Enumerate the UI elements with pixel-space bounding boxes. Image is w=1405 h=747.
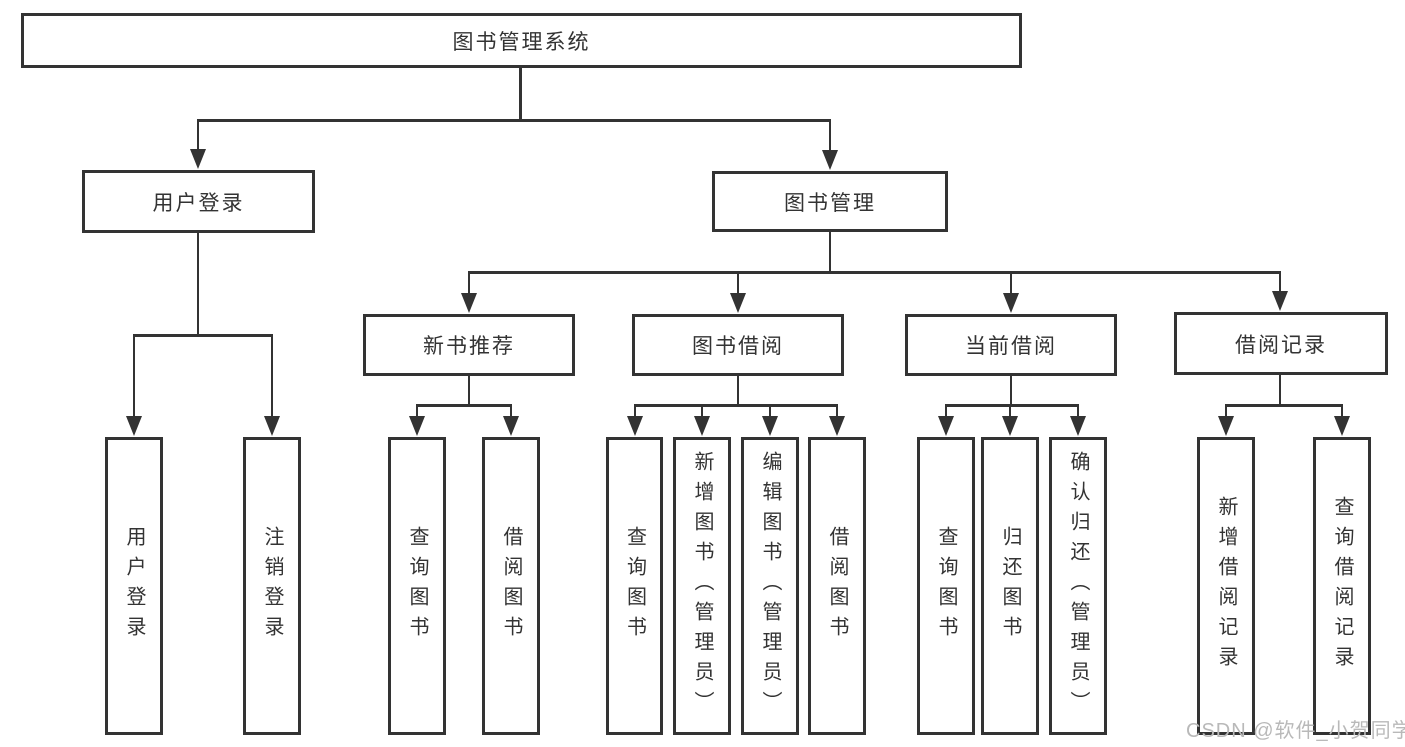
leaf-label: 确认归还（管理员） — [1067, 451, 1089, 721]
arrow-down — [1224, 405, 1228, 417]
leaf-borrow-books: 借阅图书 — [808, 437, 866, 735]
node-current-borrowing: 当前借阅 — [905, 314, 1117, 376]
connector-line — [945, 404, 1079, 407]
node-label: 图书管理系统 — [452, 30, 591, 54]
leaf-edit-books-admin: 编辑图书（管理员） — [741, 437, 799, 735]
connector-line — [519, 66, 522, 120]
node-library-management-system: 图书管理系统 — [21, 13, 1022, 68]
arrow-down — [270, 335, 274, 417]
node-book-borrowing: 图书借阅 — [632, 314, 844, 376]
node-label: 借阅记录 — [1235, 333, 1327, 357]
node-new-book-recommendation: 新书推荐 — [363, 314, 575, 376]
leaf-borrow-books-recommend: 借阅图书 — [482, 437, 540, 735]
leaf-label: 借阅图书 — [826, 526, 848, 646]
connector-line — [1009, 374, 1013, 405]
leaf-label: 归还图书 — [999, 526, 1021, 646]
leaf-label: 借阅图书 — [500, 526, 522, 646]
node-label: 图书管理 — [784, 191, 876, 215]
arrow-down — [736, 272, 740, 294]
arrow-down — [835, 405, 839, 417]
leaf-add-borrow-record: 新增借阅记录 — [1197, 437, 1255, 735]
leaf-add-books-admin: 新增图书（管理员） — [673, 437, 731, 735]
leaf-label: 注销登录 — [261, 526, 283, 646]
leaf-logout: 注销登录 — [243, 437, 301, 735]
leaf-label: 查询图书 — [935, 526, 957, 646]
connector-line — [196, 231, 200, 335]
leaf-query-books-borrow: 查询图书 — [606, 437, 663, 735]
arrow-down — [1278, 272, 1282, 292]
leaf-query-borrow-record: 查询借阅记录 — [1313, 437, 1371, 735]
leaf-label: 新增借阅记录 — [1215, 496, 1237, 676]
leaf-return-books: 归还图书 — [981, 437, 1039, 735]
connector-line — [736, 374, 740, 405]
arrow-down — [1076, 405, 1080, 417]
connector-line — [1225, 404, 1343, 407]
leaf-query-books-current: 查询图书 — [917, 437, 975, 735]
connector-line — [197, 119, 831, 122]
arrow-down — [768, 405, 772, 417]
node-label: 当前借阅 — [965, 335, 1057, 358]
connector-line — [416, 404, 512, 407]
leaf-label: 查询图书 — [406, 526, 428, 646]
arrow-down — [1008, 405, 1012, 417]
connector-line — [133, 334, 273, 337]
leaf-confirm-return-admin: 确认归还（管理员） — [1049, 437, 1107, 735]
node-borrowing-records: 借阅记录 — [1174, 312, 1388, 375]
leaf-user-login: 用户登录 — [105, 437, 163, 735]
arrow-down — [1009, 272, 1013, 294]
node-user-login: 用户登录 — [82, 170, 315, 233]
leaf-label: 查询借阅记录 — [1331, 496, 1353, 676]
arrow-down — [1340, 405, 1344, 417]
connector-line — [828, 230, 832, 273]
connector-line — [467, 374, 471, 405]
arrow-down — [700, 405, 704, 417]
connector-line — [468, 271, 1281, 274]
arrow-down — [415, 405, 419, 417]
arrow-down — [509, 405, 513, 417]
leaf-label: 新增图书（管理员） — [691, 451, 713, 721]
arrow-down — [828, 120, 832, 151]
leaf-query-books-recommend: 查询图书 — [388, 437, 446, 735]
connector-line — [634, 404, 838, 407]
leaf-label: 编辑图书（管理员） — [759, 451, 781, 721]
arrow-down — [132, 335, 136, 417]
arrow-down — [467, 272, 471, 294]
arrow-down — [196, 120, 200, 150]
arrow-down — [944, 405, 948, 417]
node-book-management: 图书管理 — [712, 171, 948, 232]
node-label: 用户登录 — [152, 191, 245, 215]
node-label: 图书借阅 — [692, 335, 784, 358]
node-label: 新书推荐 — [423, 335, 515, 358]
connector-line — [1278, 373, 1282, 405]
leaf-label: 查询图书 — [623, 526, 646, 646]
csdn-watermark: CSDN @软件_小贺同学 — [1186, 720, 1405, 742]
arrow-down — [633, 405, 637, 417]
leaf-label: 用户登录 — [123, 526, 145, 646]
